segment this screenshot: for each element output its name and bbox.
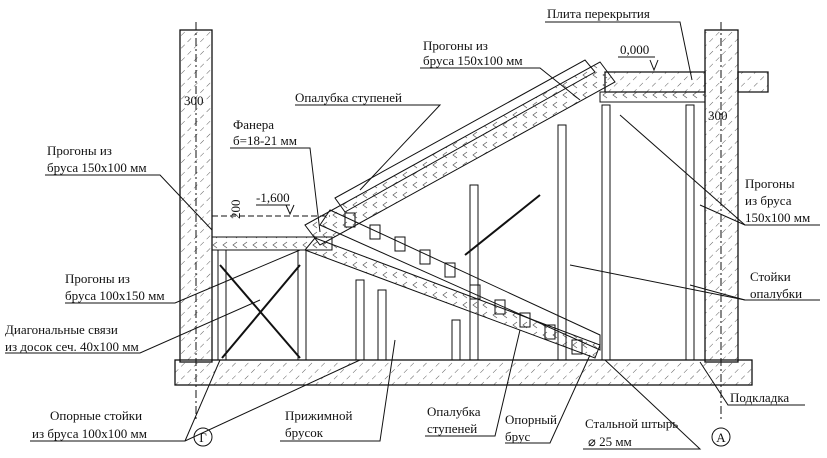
diagonal-braces [219,194,541,359]
label-pad: Подкладка [730,390,789,405]
label-clamp-2: брусок [285,425,324,440]
label-purlins-left-2: бруса 150х100 мм [47,160,147,175]
level-landing: -1,600 [256,190,290,205]
top-beam [599,91,706,103]
landing-formwork [211,236,333,251]
label-clamp-1: Прижимной [285,408,352,423]
label-purlins-mid-2: бруса 100х150 мм [65,288,165,303]
label-plywood-1: Фанера [233,117,274,132]
step-boards [344,212,583,355]
label-slab: Плита перекрытия [547,6,650,21]
label-step-formwork-bot-2: ступеней [427,421,477,436]
label-posts-1: Стойки [750,269,791,284]
level-top: 0,000 [620,42,649,57]
slab-continuation [737,71,769,93]
label-purlins-left-1: Прогоны из [47,143,112,158]
floor-slab-top [604,71,706,93]
support-posts [217,104,695,361]
label-pin-1: Стальной штырь [585,416,678,431]
label-pin-2: ⌀ 25 мм [588,434,632,449]
axis-marker-a [711,427,731,447]
leader-lines [5,21,820,450]
label-step-formwork-top: Опалубка ступеней [295,90,402,105]
axis-label-a: А [716,430,726,445]
label-diag-2: из досок сеч. 40х100 мм [5,339,139,354]
stair-stringer [319,209,601,351]
label-support-beam-2: брус [505,429,530,444]
floor-slab [174,359,753,386]
label-posts-2: опалубки [750,286,802,301]
dim-200: 200 [228,200,243,220]
label-support-posts-1: Опорные стойки [50,408,142,423]
label-plywood-2: б=18-21 мм [233,133,297,148]
label-diag-1: Диагональные связи [5,322,118,337]
label-support-posts-2: из бруса 100х100 мм [32,426,147,441]
label-purlins-right-3: 150х100 мм [745,210,810,225]
upper-purlin [334,59,596,213]
label-step-formwork-bot-1: Опалубка [427,404,481,419]
level-marker-top [618,56,659,72]
label-purlins-mid-1: Прогоны из [65,271,130,286]
dim-300-left: 300 [184,93,204,108]
level-marker-landing [256,204,295,216]
dim-300-right: 300 [708,108,728,123]
label-purlins-right-1: Прогоны [745,176,795,191]
axis-marker-g [193,427,213,447]
label-purlins-top-1: Прогоны из [423,38,488,53]
label-support-beam-1: Опорный [505,412,557,427]
label-purlins-right-2: из бруса [745,193,792,208]
axis-label-g: Г [199,430,207,445]
label-purlins-top-2: бруса 150х100 мм [423,53,523,68]
